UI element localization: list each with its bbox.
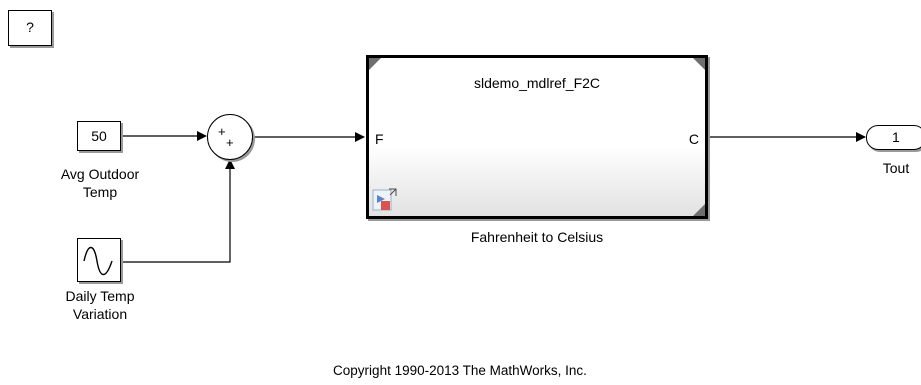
outport-number: 1: [892, 129, 900, 145]
sine-label-line1: Daily Temp: [65, 288, 135, 304]
sine-wave-icon: [83, 246, 113, 276]
model-out-port-label: C: [688, 131, 699, 147]
help-button[interactable]: ?: [8, 10, 52, 46]
constant-label: Avg Outdoor Temp: [30, 165, 170, 201]
help-button-label: ?: [26, 19, 34, 35]
copyright-text: Copyright 1990-2013 The MathWorks, Inc.: [333, 363, 587, 378]
line-sine-to-sum[interactable]: [121, 159, 235, 263]
model-reference-icon[interactable]: [372, 187, 398, 213]
model-corner-marks: [369, 58, 705, 216]
outport-block[interactable]: 1: [866, 125, 921, 150]
constant-label-line2: Temp: [82, 184, 118, 200]
sum-sign-top: +: [218, 124, 226, 139]
constant-label-line1: Avg Outdoor: [60, 166, 140, 182]
sine-wave-block[interactable]: [77, 238, 121, 282]
model-name: sldemo_mdlref_F2C: [473, 75, 601, 91]
outport-label: Tout: [882, 160, 910, 176]
sine-label: Daily Temp Variation: [30, 287, 170, 323]
sum-sign-bottom: +: [226, 135, 234, 150]
model-reference-block[interactable]: sldemo_mdlref_F2C F C: [366, 55, 708, 219]
constant-block[interactable]: 50: [77, 121, 121, 151]
model-in-port-label: F: [375, 131, 384, 147]
sum-block[interactable]: + +: [207, 114, 253, 160]
sine-label-line2: Variation: [72, 306, 128, 322]
constant-value: 50: [91, 128, 107, 144]
model-label: Fahrenheit to Celsius: [470, 229, 604, 245]
